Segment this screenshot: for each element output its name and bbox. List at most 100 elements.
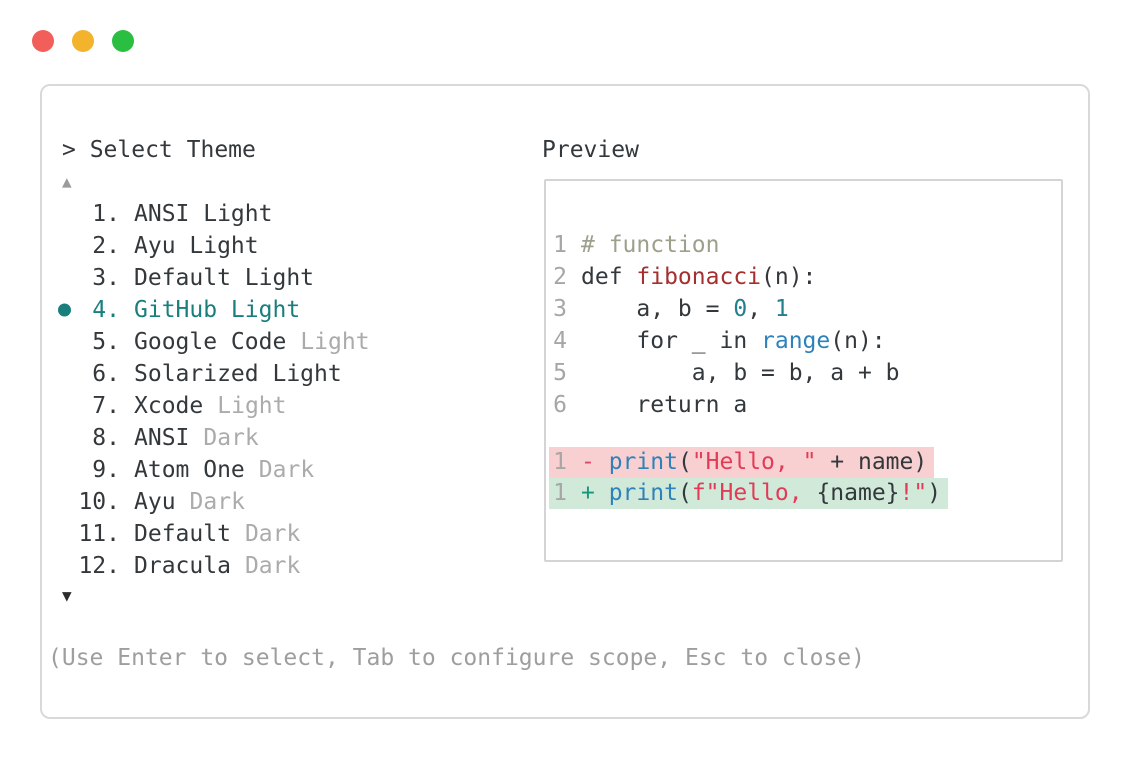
line-number: 2: [553, 264, 567, 290]
code-token-number: 0: [733, 296, 748, 322]
line-number: 1: [553, 449, 567, 475]
code-token-comment: # function: [581, 232, 720, 258]
selected-bullet: [56, 294, 78, 326]
code-token-diff-plus: +: [581, 480, 609, 506]
code-token-number: 1: [774, 296, 789, 322]
bullet-placeholder: [56, 198, 78, 230]
theme-number: 7.: [92, 393, 120, 419]
theme-number: 11.: [78, 521, 120, 547]
code-token-text: for _ in: [581, 328, 762, 354]
theme-name: ANSI Light: [134, 201, 273, 227]
theme-mode-suffix: Light: [217, 393, 287, 419]
theme-mode-suffix: Light: [300, 329, 370, 355]
theme-mode-suffix: Dark: [244, 521, 301, 547]
code-token-text: (: [677, 449, 692, 475]
bullet-placeholder: [56, 358, 78, 390]
scroll-down-indicator[interactable]: ▼: [62, 586, 72, 605]
preview-label: Preview: [542, 137, 639, 163]
code-line: 3 a, b = 0, 1: [553, 293, 1061, 325]
code-token-text: a, b = b, a + b: [581, 360, 900, 386]
code-token-text: ): [927, 480, 942, 506]
theme-name: ANSI: [134, 425, 190, 451]
theme-name: GitHub Light: [134, 297, 301, 323]
theme-number: 10.: [78, 489, 120, 515]
line-number: 1: [553, 232, 567, 258]
code-token-text: {name}: [816, 480, 900, 506]
close-button[interactable]: [32, 30, 54, 52]
diff-line-removed: 1- print("Hello, " + name): [549, 447, 1061, 478]
code-token-text: (n):: [761, 264, 817, 290]
bullet-placeholder: [56, 550, 78, 582]
line-number: 5: [553, 360, 567, 386]
code-token-builtin: print: [608, 449, 678, 475]
code-token-text: return a: [581, 392, 748, 418]
theme-name: Ayu Light: [134, 233, 259, 259]
bullet-placeholder: [56, 390, 78, 422]
theme-number: 4.: [92, 297, 120, 323]
bullet-placeholder: [56, 262, 78, 294]
theme-mode-suffix: Dark: [244, 553, 301, 579]
code-token-string: f"Hello,: [691, 480, 817, 506]
theme-number: 1.: [92, 201, 120, 227]
code-line: 5 a, b = b, a + b: [553, 357, 1061, 389]
code-line: 4 for _ in range(n):: [553, 325, 1061, 357]
theme-name: Google Code: [134, 329, 287, 355]
theme-name: Default Light: [134, 265, 315, 291]
theme-item-ayu-light[interactable]: 2.Ayu Light: [42, 230, 370, 262]
theme-list: 1. ANSI Light 2.Ayu Light 3. Default Light 4.…: [42, 198, 370, 582]
theme-mode-suffix: Dark: [258, 457, 315, 483]
code-token-text: a, b =: [581, 296, 734, 322]
line-number: 3: [553, 296, 567, 322]
bullet-placeholder: [56, 326, 78, 358]
code-token-text: (: [677, 480, 692, 506]
keyboard-hints: (Use Enter to select, Tab to configure s…: [48, 645, 865, 671]
line-number: 6: [553, 392, 567, 418]
code-token-diff-minus: -: [581, 449, 609, 475]
line-content: 4 for _ in range(n):: [553, 325, 886, 357]
zoom-button[interactable]: [112, 30, 134, 52]
theme-item-ansi-light[interactable]: 1. ANSI Light: [42, 198, 370, 230]
diff-line-added: 1+ print(f"Hello, {name}!"): [549, 478, 1061, 509]
theme-number: 9.: [92, 457, 120, 483]
line-content: 1- print("Hello, " + name): [549, 447, 935, 478]
bullet-placeholder: [56, 230, 78, 262]
code-token-text: + name): [816, 449, 928, 475]
scroll-up-indicator[interactable]: ▲: [62, 172, 72, 191]
theme-item-github-light[interactable]: 4. GitHub Light: [42, 294, 370, 326]
line-content: 1+ print(f"Hello, {name}!"): [549, 478, 949, 509]
theme-name: Xcode: [134, 393, 204, 419]
line-number: 1: [553, 480, 567, 506]
code-token-function: fibonacci: [636, 264, 762, 290]
bullet-placeholder: [56, 422, 78, 454]
theme-item-xcode[interactable]: 7. Xcode Light: [42, 390, 370, 422]
bullet-placeholder: [56, 486, 78, 518]
code-token-text: ,: [747, 296, 775, 322]
code-line: 1 # function: [553, 229, 1061, 261]
theme-item-ansi[interactable]: 8. ANSI Dark: [42, 422, 370, 454]
theme-item-default-light[interactable]: 3. Default Light: [42, 262, 370, 294]
blank-line: [553, 421, 1061, 447]
theme-number: 3.: [92, 265, 120, 291]
theme-number: 8.: [92, 425, 120, 451]
code-line: 6 return a: [553, 389, 1061, 421]
line-content: 6 return a: [553, 389, 747, 421]
code-token-string: "Hello, ": [691, 449, 817, 475]
line-content: 5 a, b = b, a + b: [553, 357, 900, 389]
minimize-button[interactable]: [72, 30, 94, 52]
theme-number: 12.: [78, 553, 120, 579]
line-number: 4: [553, 328, 567, 354]
theme-mode-suffix: Dark: [203, 425, 259, 451]
bullet-placeholder: [56, 454, 78, 486]
theme-number: 6.: [92, 361, 120, 387]
theme-item-solarized-light[interactable]: 6.Solarized Light: [42, 358, 370, 390]
